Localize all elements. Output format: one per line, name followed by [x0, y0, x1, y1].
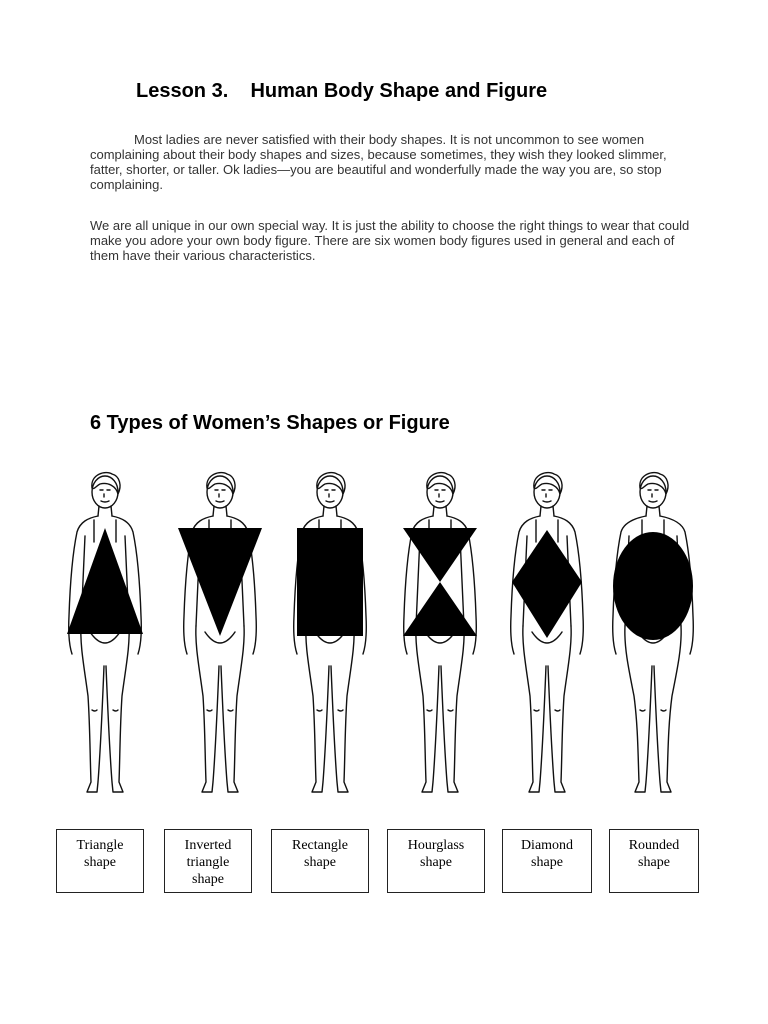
- label-text: Hourglass shape: [388, 837, 484, 871]
- body-paragraph: We are all unique in our own special way…: [90, 218, 690, 263]
- label-text: Triangle shape: [57, 837, 143, 871]
- label-text: Rectangle shape: [272, 837, 368, 871]
- rectangle-figure-illustration: [275, 466, 385, 806]
- hourglass-shape-overlay: [403, 528, 477, 636]
- label-text: Diamond shape: [503, 837, 591, 871]
- hourglass-figure-illustration: [385, 466, 495, 806]
- triangle-shape-overlay: [67, 528, 143, 634]
- label-hourglass-shape: Hourglass shape: [387, 829, 485, 893]
- label-text: Rounded shape: [610, 837, 698, 871]
- rounded-figure-illustration: [598, 466, 708, 806]
- diamond-figure-illustration: [492, 466, 602, 806]
- label-text: Inverted triangle shape: [165, 837, 251, 888]
- label-rectangle-shape: Rectangle shape: [271, 829, 369, 893]
- label-diamond-shape: Diamond shape: [502, 829, 592, 893]
- section-title: 6 Types of Women’s Shapes or Figure: [90, 412, 450, 435]
- oval-shape-overlay: [613, 532, 693, 640]
- triangle-figure-illustration: [50, 466, 160, 806]
- inverted-triangle-figure-illustration: [165, 466, 275, 806]
- inverted-triangle-shape-overlay: [178, 528, 262, 636]
- intro-paragraph: Most ladies are never satisfied with the…: [90, 132, 690, 192]
- rectangle-shape-overlay: [297, 528, 363, 636]
- label-inverted-triangle-shape: Inverted triangle shape: [164, 829, 252, 893]
- lesson-title: Lesson 3. Human Body Shape and Figure: [136, 80, 547, 103]
- body-figures-row: [40, 466, 730, 816]
- label-triangle-shape: Triangle shape: [56, 829, 144, 893]
- label-rounded-shape: Rounded shape: [609, 829, 699, 893]
